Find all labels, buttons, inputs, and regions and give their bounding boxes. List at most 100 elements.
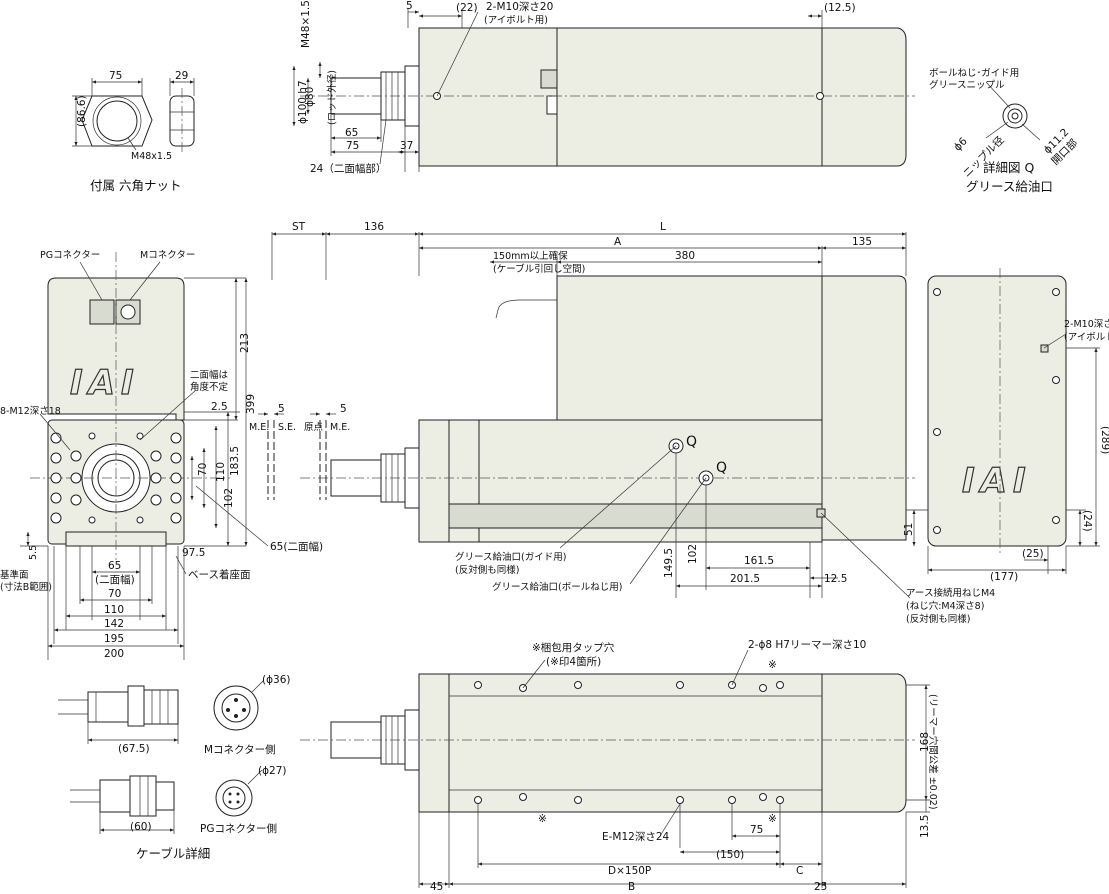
pg-connector-side: PGコネクター側 (200, 822, 277, 835)
side-dim-136: 136 (364, 221, 384, 233)
star-mark-3: ※ (768, 813, 777, 825)
rod-dim-12-5: (12.5) (824, 2, 856, 14)
side-view: Q Q ST 136 L A 135 150mm以上確保 (ケーブル引回し空間)… (249, 221, 995, 625)
detail-q: ボールねじ･ガイド用 グリースニップル ϕ6 ニップル径 ϕ11.2 開口部 詳… (929, 68, 1080, 194)
end-w-70: 70 (108, 588, 121, 600)
bolt-note: 8-M12深さ18 (0, 406, 61, 417)
bottom-dim-168: 168 (919, 732, 931, 752)
side-dim-161-5: 161.5 (744, 555, 774, 567)
side-cable-space: (ケーブル引回し空間) (493, 263, 585, 275)
end-w-200: 200 (104, 648, 124, 660)
right-end-body (927, 275, 1067, 547)
end-view-logo: IAI (70, 363, 140, 403)
end-w-65-note: (二面幅) (95, 573, 135, 586)
detail-q-grease: ボールねじ･ガイド用 (929, 68, 1019, 79)
origin-5: 5 (340, 403, 347, 415)
side-st: ST (292, 221, 306, 233)
ref-plane: 基準面 (0, 569, 29, 581)
tap-hole-label: ※梱包用タップ穴 (532, 641, 615, 654)
pg-cable-length: (60) (130, 821, 152, 833)
rod-dim-75: 75 (346, 140, 359, 152)
end-dim-70: 70 (197, 463, 209, 476)
right-dim-289: (289) (1099, 426, 1109, 454)
end-dim-97-5: 97.5 (182, 547, 205, 559)
rod-dim-37: 37 (400, 140, 413, 152)
me-label-2: M.E. (330, 422, 350, 433)
end-dim-110: 110 (215, 462, 227, 482)
bottom-dim-13-5: 13.5 (919, 815, 931, 838)
se-label: S.E. (278, 422, 296, 433)
end-dim-183-5: 183.5 (229, 446, 241, 476)
side-dim-149-5: 149.5 (663, 548, 675, 578)
hex-nut-front (81, 95, 153, 147)
bottom-view: ※梱包用タップ穴 (※印4箇所) 2-ϕ8 H7リーマー深さ10 ※ ※ ※ 1… (300, 639, 939, 893)
side-dim-380: 380 (675, 250, 695, 262)
stroke-markers: 5 5 M.E. S.E. 原点 M.E. (249, 403, 350, 500)
hex-nut-width: 75 (109, 70, 122, 82)
right-dim-51: 51 (903, 523, 915, 536)
end-dim-2-5: 2.5 (211, 401, 228, 413)
side-dim-201-5: 201.5 (730, 573, 760, 585)
tap-hole-note: (※印4箇所) (546, 655, 601, 668)
right-dim-177: (177) (990, 571, 1018, 583)
m-connector-label: Mコネクター (140, 250, 195, 261)
grease-guide-label: グリース給油口(ガイド用) (455, 551, 566, 563)
right-end-view: IAI 2-M10深さ20 (アイボルト用) (289) (24) 51 (25… (903, 268, 1109, 583)
earth-label-2: (ねじ穴:M4深さ8) (906, 600, 984, 612)
cable-details: (ϕ36) (67.5) Mコネクター側 (ϕ27) (60) PGコネクター側… (58, 674, 290, 861)
m-cable-length: (67.5) (118, 743, 150, 755)
end-w-65: 65 (108, 560, 121, 572)
end-dim-213: 213 (239, 333, 251, 353)
right-dim-24: (24) (1081, 510, 1093, 532)
detail-q-phi6: ϕ6 (952, 135, 970, 153)
rod-dim-65: 65 (345, 127, 358, 139)
rod-dim-22: (22) (456, 2, 478, 14)
m-cable-dia: (ϕ36) (262, 674, 290, 686)
bottom-dim-25: 25 (814, 881, 827, 893)
end-w-110: 110 (104, 604, 124, 616)
end-w-142: 142 (104, 618, 124, 630)
earth-label: アース接続用ねじM4 (906, 587, 995, 599)
em12-label: E-M12深さ24 (602, 831, 670, 843)
cable-details-caption: ケーブル詳細 (136, 846, 210, 861)
ref-plane-2: (寸法B範囲) (0, 581, 52, 593)
bottom-d-pitch: D×150P (608, 865, 651, 877)
end-view: IAI PGコネクター Mコネクター 二面幅は 角度不定 8-M12深さ18 (0, 250, 323, 660)
star-mark-1: ※ (768, 659, 777, 671)
hex-nut-caption: 付属 六角ナット (90, 178, 181, 193)
rod-dim-24: 24（二面幅部） (310, 162, 386, 175)
top-actuator-view: 5 (22) 2-M10深さ20 (アイボルト用) (12.5) M48×1.5… (292, 0, 915, 175)
pg-connector (89, 299, 115, 325)
hex-nut-height: (86.6) (76, 95, 88, 127)
eyebolt-label: 2-M10深さ20 (486, 1, 553, 13)
bottom-dim-c: C (796, 865, 803, 877)
side-dim-12-5: 12.5 (824, 573, 847, 585)
right-eyebolt: 2-M10深さ20 (1064, 319, 1109, 330)
right-eyebolt-note: (アイボルト用) (1064, 332, 1109, 343)
hex-nut-thickness: 29 (175, 70, 188, 82)
eyebolt-note: (アイボルト用) (484, 15, 548, 26)
hex-nut-thread: M48x1.5 (131, 151, 172, 162)
star-mark-2: ※ (538, 813, 547, 825)
side-dim-A: A (614, 236, 622, 248)
flats-65-label: 65(二面幅) (270, 540, 323, 553)
pg-cable-dia: (ϕ27) (258, 765, 286, 777)
rod-phi100: ϕ100 h7 (297, 80, 309, 124)
end-dim-102: 102 (223, 488, 235, 508)
end-view-width-dims: 65 (二面幅) 70 110 142 195 200 (47, 546, 185, 660)
m-connector-side: Mコネクター側 (204, 743, 276, 756)
rod-outer-diameter: (ロッド外径) (326, 70, 338, 125)
m-connector-face (213, 685, 259, 731)
bottom-tolerance: (リーマー穴間公差 ±0.02) (927, 694, 939, 810)
pg-connector-face (215, 779, 253, 817)
flats-note2: 角度不定 (190, 381, 229, 393)
detail-q-caption2: グリース給油口 (966, 179, 1053, 194)
right-end-logo: IAI (962, 461, 1032, 501)
side-dim-L: L (660, 221, 666, 233)
end-dim-399: 399 (245, 394, 257, 414)
rod-phi80: ϕ80 (304, 87, 316, 107)
side-dim-102: 102 (687, 544, 699, 564)
side-dim-135: 135 (852, 236, 872, 248)
me-label-1: M.E. (249, 422, 269, 433)
